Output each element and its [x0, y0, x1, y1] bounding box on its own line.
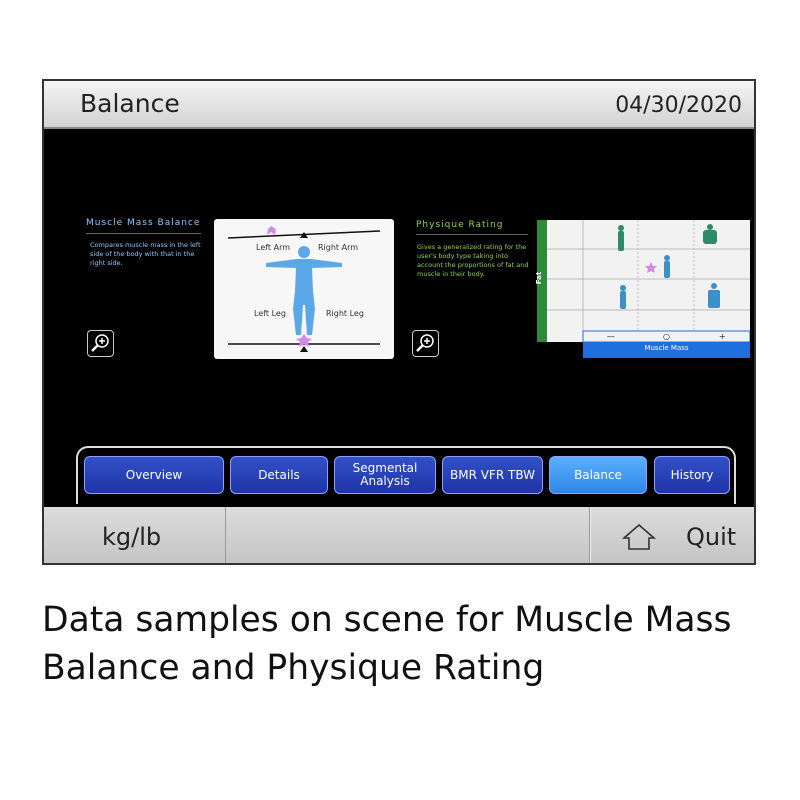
footer-bar: kg/lb Quit — [44, 507, 754, 563]
balance-diagram — [227, 226, 381, 352]
physique-rating-title: Physique Rating — [416, 220, 504, 230]
physique-rating-grid: Fat — ○ + Muscle Mass — [535, 220, 751, 360]
device-screen: Balance 04/30/2020 Muscle Mass Balance C… — [42, 79, 756, 565]
muscle-mass-ticks: — ○ + — [583, 331, 750, 342]
right-arm-label: Right Arm — [318, 243, 359, 252]
muscle-mass-balance-description: Compares muscle mass in the left side of… — [90, 241, 201, 267]
tab-details[interactable]: Details — [230, 456, 328, 494]
muscle-mass-divider — [86, 233, 201, 234]
screen-header: Balance 04/30/2020 — [44, 81, 754, 129]
home-icon — [621, 523, 657, 550]
muscle-mass-zoom-button[interactable] — [87, 330, 114, 357]
fat-axis-label: Fat — [535, 271, 544, 285]
muscle-mass-balance-panel: Left Arm Right Arm Left Leg Right Leg — [214, 219, 394, 359]
tab-bmr-vfr-tbw[interactable]: BMR VFR TBW — [442, 456, 543, 494]
tab-history[interactable]: History — [654, 456, 730, 494]
zoom-in-icon — [416, 334, 434, 352]
page-title: Balance — [80, 89, 180, 118]
left-leg-label: Left Leg — [254, 309, 286, 318]
left-arm-label: Left Arm — [256, 243, 291, 252]
physique-rating-divider — [416, 234, 528, 235]
tick-zero: ○ — [663, 332, 670, 341]
quit-label: Quit — [686, 523, 737, 551]
physique-rating-zoom-button[interactable] — [412, 330, 439, 357]
quit-button[interactable]: Quit — [590, 507, 754, 563]
caption-text: Data samples on scene for Muscle Mass Ba… — [42, 600, 732, 688]
muscle-mass-balance-title: Muscle Mass Balance — [86, 218, 201, 228]
tab-bar-frame — [76, 446, 736, 504]
tab-segmental-analysis[interactable]: Segmental Analysis — [334, 456, 436, 494]
physique-rating-description: Gives a generalized rating for the user'… — [417, 243, 529, 278]
header-date: 04/30/2020 — [615, 93, 742, 118]
physique-grid-chart — [537, 220, 751, 358]
right-leg-label: Right Leg — [326, 309, 364, 318]
footer-blank-area — [226, 507, 590, 563]
tab-overview[interactable]: Overview — [84, 456, 224, 494]
tick-plus: + — [718, 332, 726, 341]
tab-balance[interactable]: Balance — [549, 456, 647, 494]
muscle-mass-axis-label: Muscle Mass — [644, 344, 689, 352]
units-button[interactable]: kg/lb — [44, 507, 226, 563]
tick-minus: — — [606, 332, 615, 341]
zoom-in-icon — [91, 334, 109, 352]
units-label: kg/lb — [102, 523, 162, 551]
